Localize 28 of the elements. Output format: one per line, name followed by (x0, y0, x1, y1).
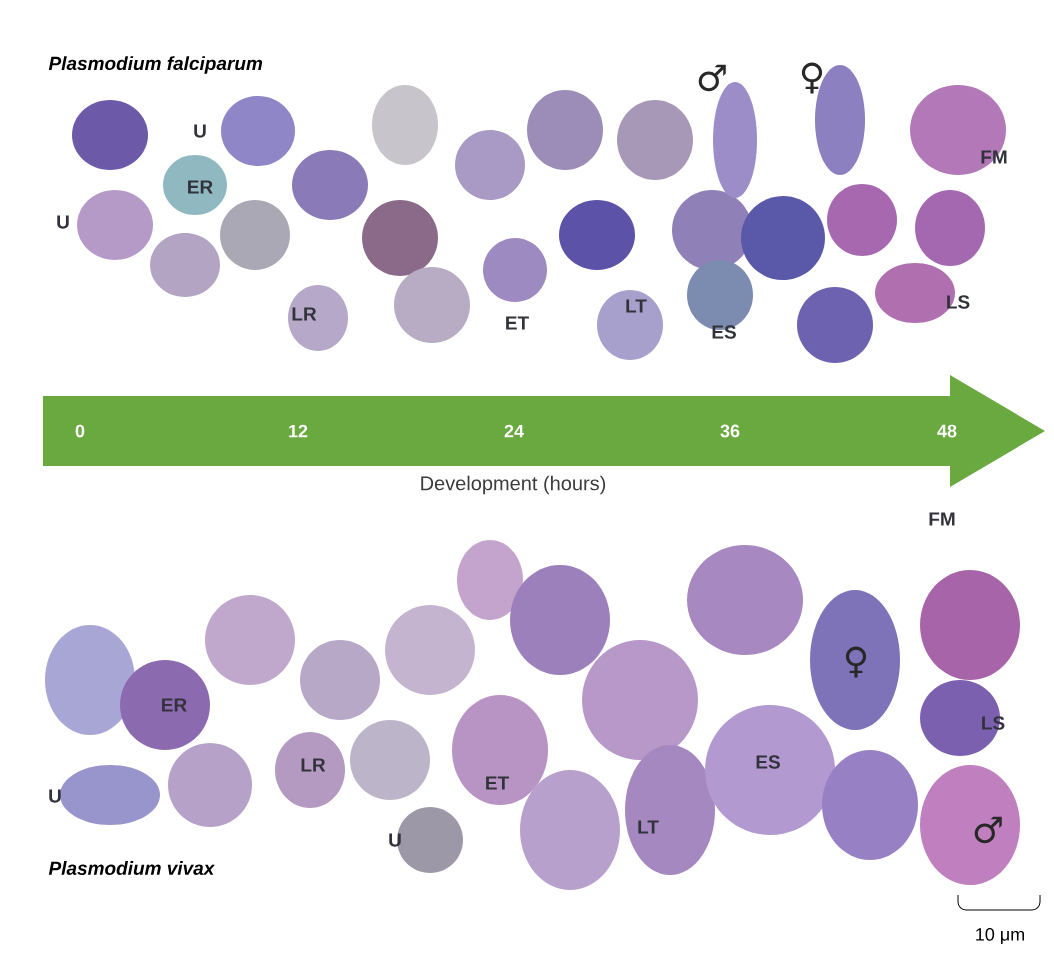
stage-label: LR (301, 758, 326, 772)
stage-label: U (57, 215, 69, 229)
sex-symbol: ♂ (974, 816, 1002, 844)
stage-label: U (194, 124, 206, 138)
stage-label: LT (626, 299, 647, 313)
stage-label: FM (929, 512, 955, 526)
sex-symbol: ♀ (845, 646, 867, 678)
time-tick-label: 0 (75, 424, 85, 438)
stage-label: ET (506, 316, 529, 330)
axis-caption: Development (hours) (421, 475, 606, 495)
species-title: Plasmodium falciparum (48, 56, 263, 74)
stage-label: LR (292, 307, 317, 321)
stage-label: U (389, 833, 401, 847)
stage-label: LT (638, 820, 659, 834)
stage-label: ET (486, 776, 509, 790)
stage-label: ES (712, 325, 736, 339)
stage-label: ER (162, 698, 187, 712)
time-tick-label: 36 (720, 424, 740, 438)
time-tick-label: 12 (289, 424, 308, 438)
species-title: Plasmodium vivax (48, 861, 215, 875)
stage-label: ES (756, 755, 780, 769)
scale-bar: 10 μm (957, 894, 1041, 944)
sex-symbol: ♂ (698, 64, 726, 92)
stage-label: ER (188, 180, 213, 194)
sex-symbol: ♀ (801, 62, 823, 94)
stage-label: U (49, 789, 61, 803)
time-tick-label: 48 (937, 424, 957, 438)
time-tick-label: 24 (504, 424, 524, 438)
